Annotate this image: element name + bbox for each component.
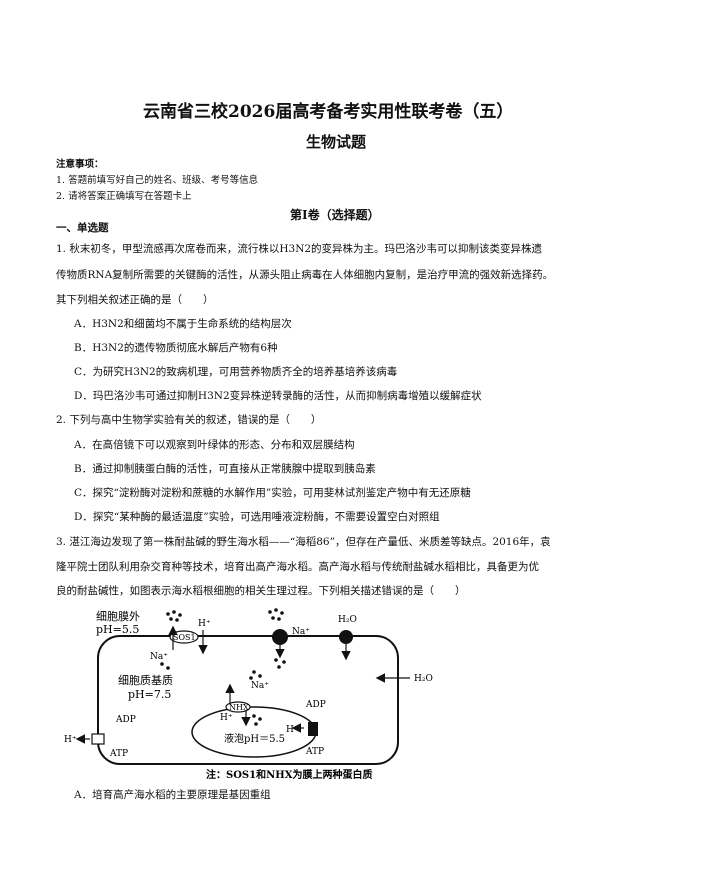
outside-label: 细胞膜外	[96, 610, 140, 623]
question-3-stem: 良的耐盐碱性，如图表示海水稻根细胞的相关生理过程。下列相关描述错误的是（ ）	[56, 585, 466, 597]
hplus-label-vacuole: H⁺	[220, 713, 233, 723]
question-2-option-d: D．探究“某种酶的最适温度”实验，可选用唾液淀粉酶，不需要设置空白对照组	[74, 511, 440, 523]
vacuole-proton-pump	[308, 722, 318, 736]
question-1-option-a: A．H3N2和细菌均不属于生命系统的结构层次	[74, 318, 292, 330]
water-channel	[339, 630, 353, 644]
diagram-note: 注：SOS1和NHX为膜上两种蛋白质	[206, 768, 372, 781]
vacuole-label: 液泡pH＝5.5	[224, 732, 285, 745]
atp-label-left: ATP	[109, 749, 128, 759]
root-cell-diagram: 细胞膜外 pH=5.5 SOS1 H⁺ Na⁺ Na⁺ H₂O H₂O 细胞质基…	[64, 608, 433, 781]
question-1-option-c: C．为研究H3N2的致病机理，可用营养物质齐全的培养基培养该病毒	[74, 366, 398, 378]
membrane-proton-pump	[91, 733, 105, 745]
na-label-left: Na⁺	[150, 652, 168, 662]
cell-membrane	[97, 635, 399, 765]
hplus-label-pump: H⁺	[286, 725, 299, 735]
atp-label-right: ATP	[305, 747, 324, 757]
na-label-vacuole: Na⁺	[251, 681, 269, 691]
question-2-option-c: C．探究“淀粉酶对淀粉和蔗糖的水解作用”实验，可用斐林试剂鉴定产物中有无还原糖	[74, 487, 471, 499]
part-heading: 第Ⅰ卷（选择题）	[290, 208, 380, 222]
exam-subtitle: 生物试题	[306, 133, 367, 151]
notice-item: 1. 答题前填写好自己的姓名、班级、考号等信息	[56, 175, 259, 186]
cytoplasm-ph-label: pH=7.5	[128, 688, 171, 701]
question-2-stem: 2. 下列与高中生物学实验有关的叙述，错误的是（ ）	[56, 414, 322, 426]
question-1-stem: 其下列相关叙述正确的是（ ）	[56, 294, 214, 306]
adp-label-left: ADP	[115, 715, 136, 725]
nhx-protein	[225, 701, 251, 713]
adp-label-right: ADP	[305, 700, 326, 710]
question-1-stem: 1. 秋末初冬，甲型流感再次席卷而来，流行株以H3N2的变异株为主。玛巴洛沙韦可…	[56, 243, 543, 255]
question-3-stem: 3. 湛江海边发现了第一株耐盐碱的野生海水稻——“海稻86”，但存在产量低、米质…	[56, 536, 551, 548]
h2o-label-right: H₂O	[414, 674, 433, 684]
question-1-option-d: D．玛巴洛沙韦可通过抑制H3N2变异株逆转录酶的活性，从而抑制病毒增殖以缓解症状	[74, 390, 482, 402]
exam-title: 云南省三校2026届高考备考实用性联考卷（五）	[143, 102, 514, 122]
section-heading: 一、单选题	[56, 222, 109, 234]
nhx-label: NHX	[229, 703, 249, 712]
question-2-option-a: A．在高倍镜下可以观察到叶绿体的形态、分布和双层膜结构	[74, 439, 355, 451]
hplus-label-top: H⁺	[198, 619, 211, 629]
notice-heading: 注意事项：	[56, 159, 104, 170]
cytoplasm-label: 细胞质基质	[118, 674, 173, 687]
question-3-stem: 隆平院士团队利用杂交育种等技术，培育出高产海水稻。高产海水稻与传统耐盐碱水稻相比…	[56, 561, 539, 573]
question-1-stem: 传物质RNA复制所需要的关键酶的活性，从源头阻止病毒在人体细胞内复制，是治疗甲流…	[56, 269, 554, 281]
question-2-option-b: B．通过抑制胰蛋白酶的活性，可直接从正常胰腺中提取到胰岛素	[74, 463, 376, 475]
na-label-right: Na⁺	[292, 627, 310, 637]
question-1-option-b: B．H3N2的遗传物质彻底水解后产物有6种	[74, 342, 278, 354]
sos1-label: SOS1	[173, 633, 196, 642]
notice-item: 2. 请将答案正确填写在答题卡上	[56, 191, 192, 202]
h2o-label-top: H₂O	[338, 615, 357, 625]
question-3-option-a: A．培育高产海水稻的主要原理是基因重组	[74, 789, 271, 801]
na-channel	[272, 629, 288, 645]
outside-ph-label: pH=5.5	[96, 623, 139, 636]
hplus-label-left: H⁺	[64, 735, 77, 745]
